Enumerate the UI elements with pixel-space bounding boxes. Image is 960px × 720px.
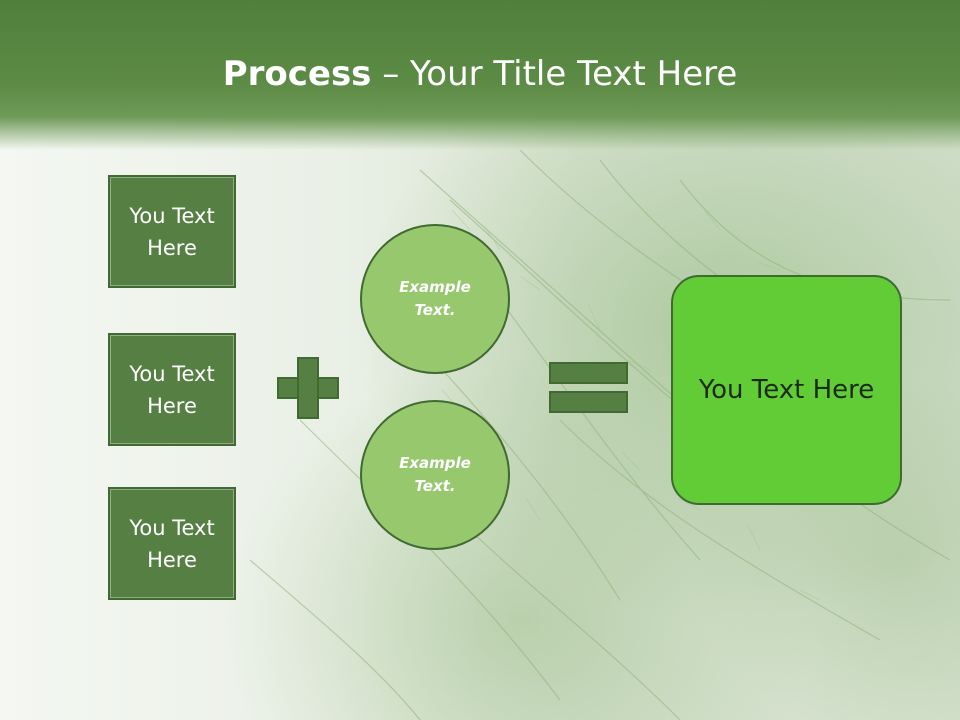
input-box-1-label: You Text Here [129, 203, 215, 260]
equals-icon-bottom-bar [549, 391, 628, 413]
input-box-3: You Text Here [108, 487, 236, 600]
input-box-1: You Text Here [108, 175, 236, 288]
example-circle-2: Example Text. [360, 400, 510, 550]
title-bar [0, 0, 960, 150]
input-box-2-label: You Text Here [129, 361, 215, 418]
title-rest: – Your Title Text Here [371, 54, 738, 94]
equals-icon-top-bar [549, 362, 628, 384]
result-box-label: You Text Here [698, 375, 875, 405]
example-circle-1: Example Text. [360, 224, 510, 374]
input-box-2: You Text Here [108, 333, 236, 446]
example-circle-1-label: Example Text. [399, 278, 471, 319]
page-title: Process – Your Title Text Here [0, 52, 960, 96]
example-circle-2-label: Example Text. [399, 454, 471, 495]
plus-icon [277, 357, 339, 419]
title-bold: Process [222, 54, 372, 94]
input-box-3-label: You Text Here [129, 515, 215, 572]
result-box: You Text Here [671, 275, 902, 505]
